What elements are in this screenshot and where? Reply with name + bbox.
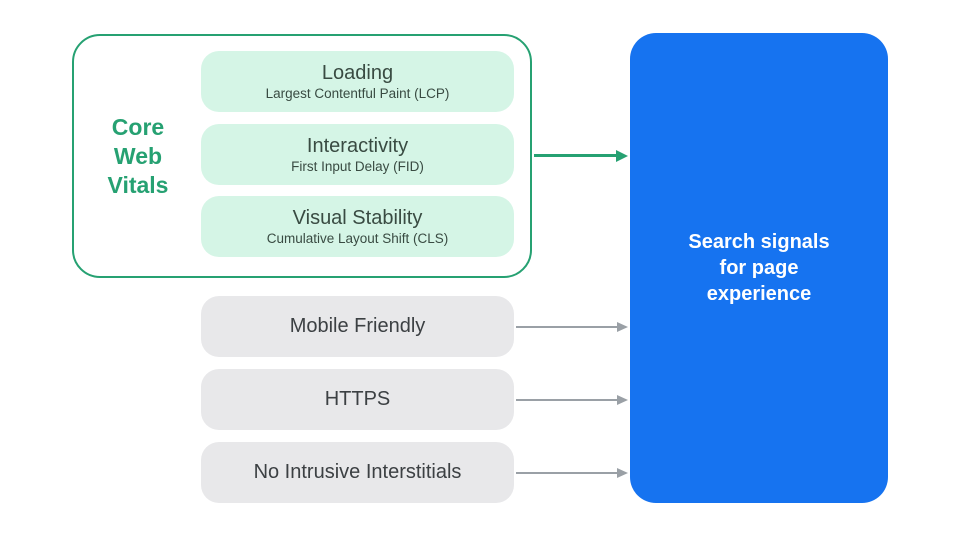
arrow-line	[516, 471, 617, 474]
arrow-gray-icon	[516, 467, 628, 478]
arrow-head	[617, 394, 628, 405]
metric-subtitle: Largest Contentful Paint (LCP)	[265, 86, 450, 101]
metric-title: Visual Stability	[292, 207, 423, 229]
arrow-line	[534, 154, 616, 157]
arrow-head	[616, 149, 628, 162]
metric-subtitle: Cumulative Layout Shift (CLS)	[266, 231, 449, 246]
metric-pill-interactivity: Interactivity First Input Delay (FID)	[201, 124, 514, 185]
metric-subtitle: First Input Delay (FID)	[291, 159, 424, 174]
arrow-gray-icon	[516, 394, 628, 405]
search-signals-label: Search signals for page experience	[688, 231, 830, 305]
core-web-vitals-label: Core Web Vitals	[107, 113, 169, 198]
arrow-head	[617, 467, 628, 478]
metric-pill-loading: Loading Largest Contentful Paint (LCP)	[201, 51, 514, 112]
metric-pill-visual-stability: Visual Stability Cumulative Layout Shift…	[201, 196, 514, 257]
signal-pill-no-intrusive-interstitials: No Intrusive Interstitials	[201, 442, 514, 503]
arrow-line	[516, 398, 617, 401]
core-web-vitals-group: Core Web Vitals Loading Largest Contentf…	[72, 34, 532, 278]
signal-pill-https: HTTPS	[201, 369, 514, 430]
arrow-green-icon	[534, 149, 628, 162]
arrow-line	[516, 325, 617, 328]
metric-title: Interactivity	[306, 135, 409, 157]
arrow-head	[617, 321, 628, 332]
metric-title: Loading	[321, 62, 394, 84]
signal-pill-mobile-friendly: Mobile Friendly	[201, 296, 514, 357]
search-signals-result-box: Search signals for page experience	[630, 33, 888, 503]
arrow-gray-icon	[516, 321, 628, 332]
